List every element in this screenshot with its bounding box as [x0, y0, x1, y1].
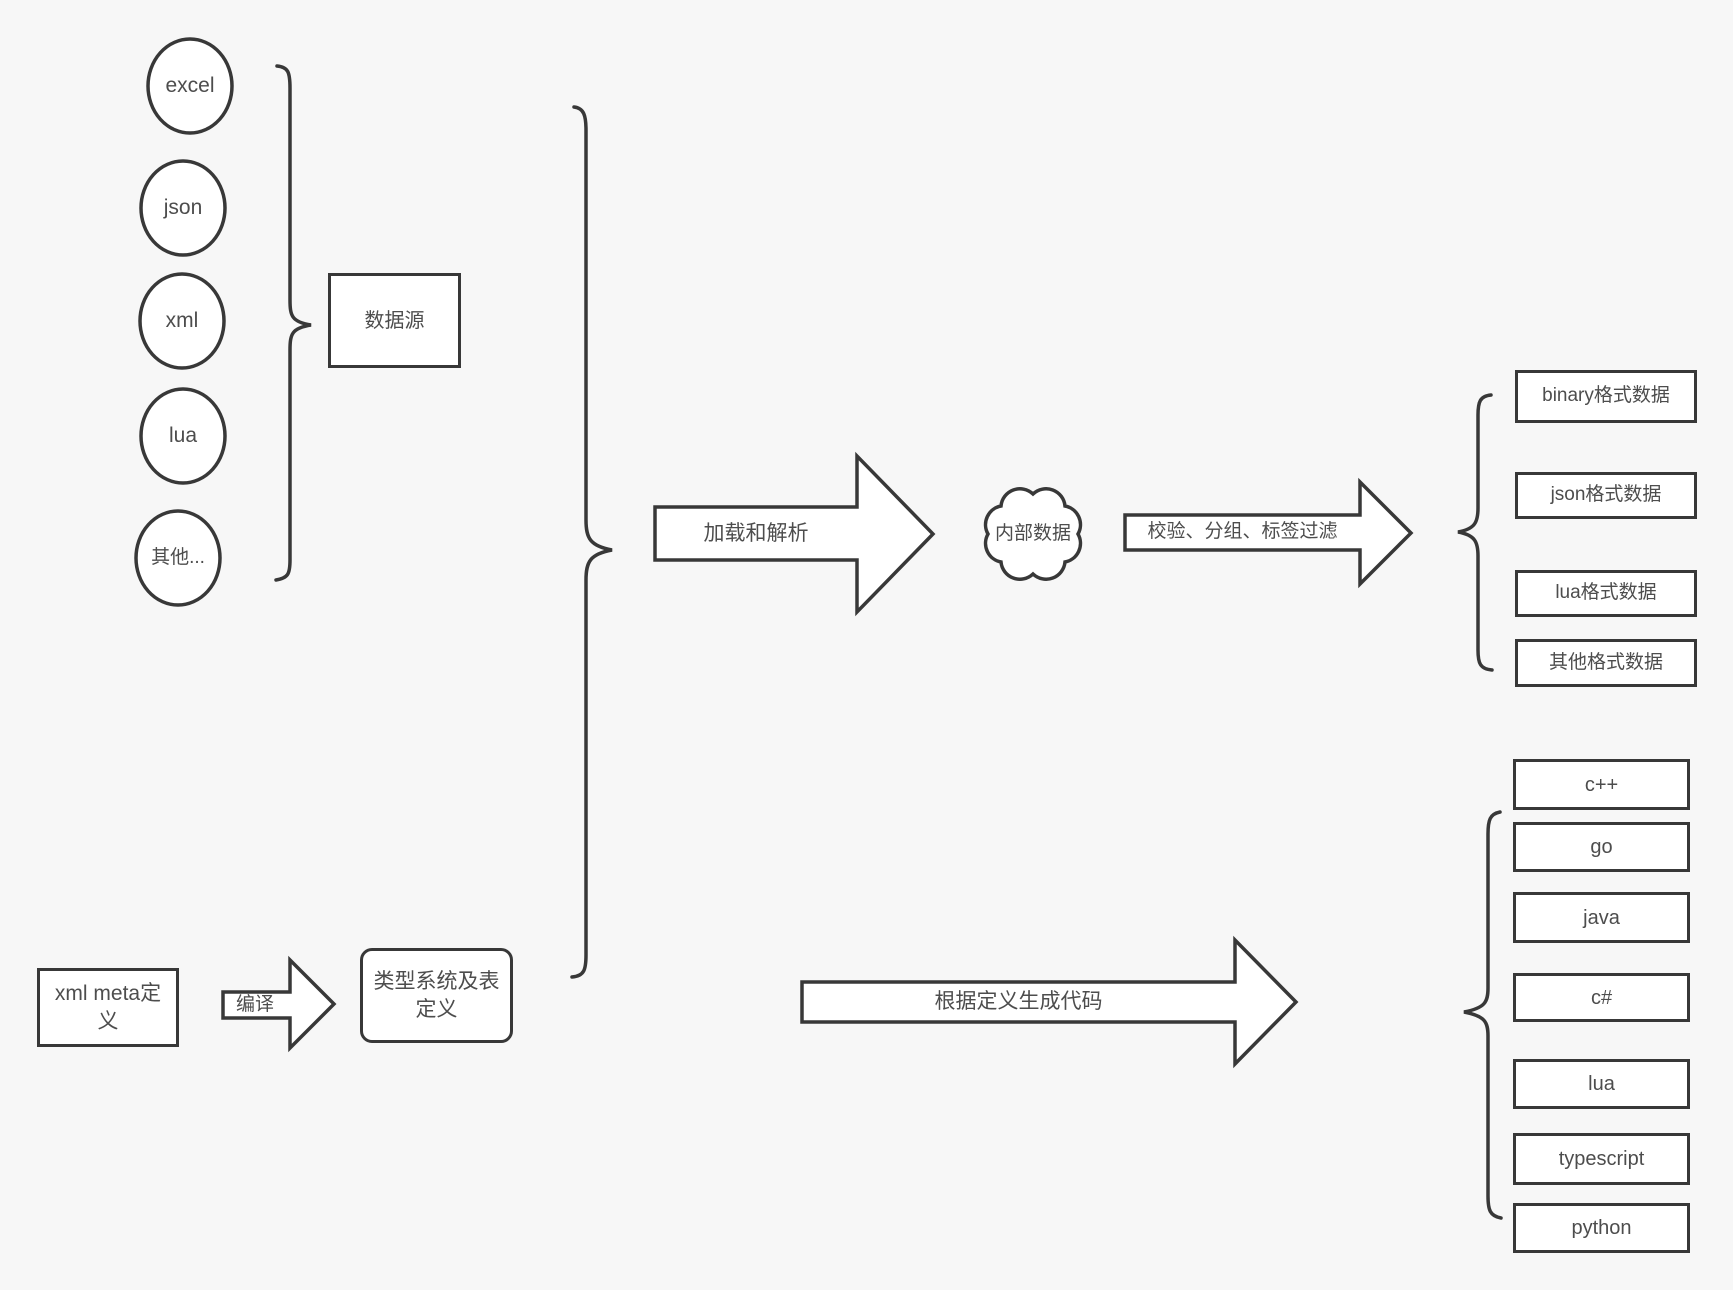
internal-data-cloud	[983, 487, 1083, 581]
output-box-binary: binary格式数据	[1515, 370, 1697, 423]
language-box-java: java	[1513, 892, 1690, 943]
language-box-csharp: c#	[1513, 973, 1690, 1022]
source-node-other	[134, 509, 222, 607]
outputs-brace	[1457, 393, 1494, 672]
data-source-box: 数据源	[328, 273, 461, 368]
type-system-box: 类型系统及表定义	[360, 948, 513, 1043]
source-node-lua	[139, 387, 227, 485]
language-box-typescript: typescript	[1513, 1133, 1690, 1185]
source-node-excel	[146, 37, 234, 135]
output-box-lua: lua格式数据	[1515, 570, 1697, 617]
language-box-go: go	[1513, 822, 1690, 872]
language-box-cpp: c++	[1513, 759, 1690, 810]
main-brace	[570, 105, 613, 979]
xml-meta-box: xml meta定义	[37, 968, 179, 1047]
filter-arrow	[1123, 477, 1414, 589]
output-box-json: json格式数据	[1515, 472, 1697, 519]
load-parse-arrow	[653, 451, 936, 617]
output-box-other: 其他格式数据	[1515, 639, 1697, 687]
language-box-lua: lua	[1513, 1059, 1690, 1109]
compile-arrow	[221, 955, 337, 1053]
source-node-json	[139, 159, 227, 257]
source-node-xml	[138, 272, 226, 370]
sources-brace	[274, 64, 312, 582]
codegen-arrow	[800, 935, 1299, 1069]
languages-brace	[1463, 810, 1503, 1220]
language-box-python: python	[1513, 1203, 1690, 1253]
